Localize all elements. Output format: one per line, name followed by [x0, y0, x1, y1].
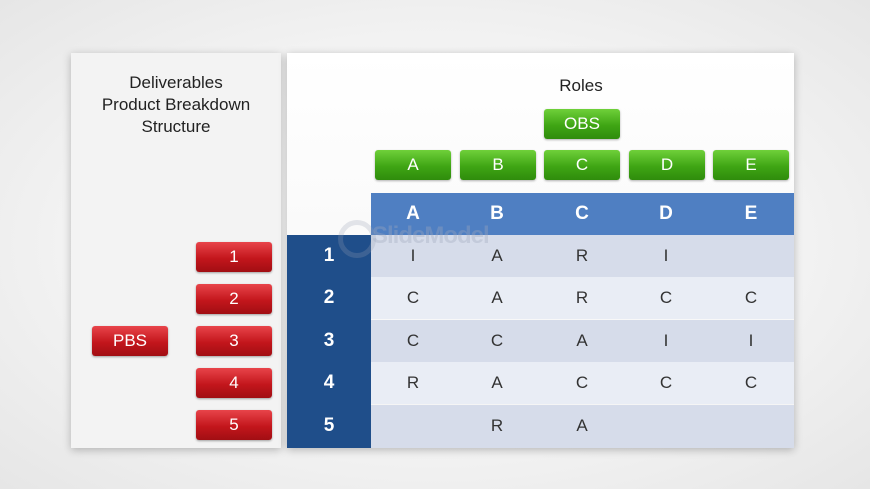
title-line-2: Product Breakdown: [101, 95, 251, 114]
table-cell: C: [575, 373, 589, 392]
deliverables-title: Deliverables Product Breakdown Structure: [71, 72, 281, 138]
table-cell: [624, 405, 708, 447]
table-cell: I: [663, 331, 669, 350]
table-cell: [709, 235, 793, 277]
pbs-item-2-button[interactable]: 2: [196, 284, 272, 314]
pbs-button[interactable]: PBS: [92, 326, 168, 356]
table-row: R A: [371, 405, 794, 448]
table-row: C C A I I: [371, 320, 794, 362]
table-cell: C: [659, 373, 673, 392]
obs-button[interactable]: OBS: [544, 109, 620, 139]
column-header-b: B: [490, 203, 504, 224]
watermark-logo-icon: [338, 220, 376, 258]
table-cell: C: [406, 288, 420, 307]
watermark-text: SlideModel: [372, 222, 490, 249]
table-cell: C: [659, 288, 673, 307]
table-cell: A: [491, 246, 503, 265]
role-button-a[interactable]: A: [375, 150, 451, 180]
column-header-e: E: [744, 203, 758, 224]
row-number-4: 4: [323, 372, 335, 393]
column-header-d: D: [659, 203, 673, 224]
table-cell: R: [575, 246, 589, 265]
table-cell: C: [406, 331, 420, 350]
table-cell: I: [410, 246, 416, 265]
row-number-1: 1: [323, 245, 335, 266]
table-cell: A: [576, 416, 588, 435]
table-cell: [709, 405, 793, 447]
table-cell: [371, 405, 455, 447]
pbs-item-5-button[interactable]: 5: [196, 410, 272, 440]
column-header-c: C: [575, 203, 589, 224]
role-button-d[interactable]: D: [629, 150, 705, 180]
table-cell: A: [491, 288, 503, 307]
role-button-c[interactable]: C: [544, 150, 620, 180]
pbs-item-4-button[interactable]: 4: [196, 368, 272, 398]
table-header-row: A B C D E: [371, 193, 794, 235]
table-cell: R: [575, 288, 589, 307]
table-cell: I: [663, 246, 669, 265]
table-row: I A R I: [371, 235, 794, 277]
title-line-1: Deliverables: [129, 73, 223, 92]
pbs-item-3-button[interactable]: 3: [196, 326, 272, 356]
row-number-column: 1 2 3 4 5: [287, 235, 371, 448]
table-row: R A C C C: [371, 362, 794, 404]
column-header-a: A: [406, 203, 420, 224]
row-number-5: 5: [323, 415, 335, 436]
table-cell: C: [744, 373, 758, 392]
table-cell: A: [576, 331, 588, 350]
row-number-3: 3: [323, 330, 335, 351]
title-line-3: Structure: [141, 117, 211, 136]
table-cell: A: [491, 373, 503, 392]
row-number-2: 2: [323, 287, 335, 308]
role-button-b[interactable]: B: [460, 150, 536, 180]
table-cell: C: [744, 288, 758, 307]
pbs-item-1-button[interactable]: 1: [196, 242, 272, 272]
table-row: C A R C C: [371, 277, 794, 319]
role-button-e[interactable]: E: [713, 150, 789, 180]
table-cell: R: [490, 416, 504, 435]
table-cell: I: [748, 331, 754, 350]
table-cell: C: [490, 331, 504, 350]
roles-title: Roles: [559, 76, 603, 95]
table-cell: R: [406, 373, 420, 392]
